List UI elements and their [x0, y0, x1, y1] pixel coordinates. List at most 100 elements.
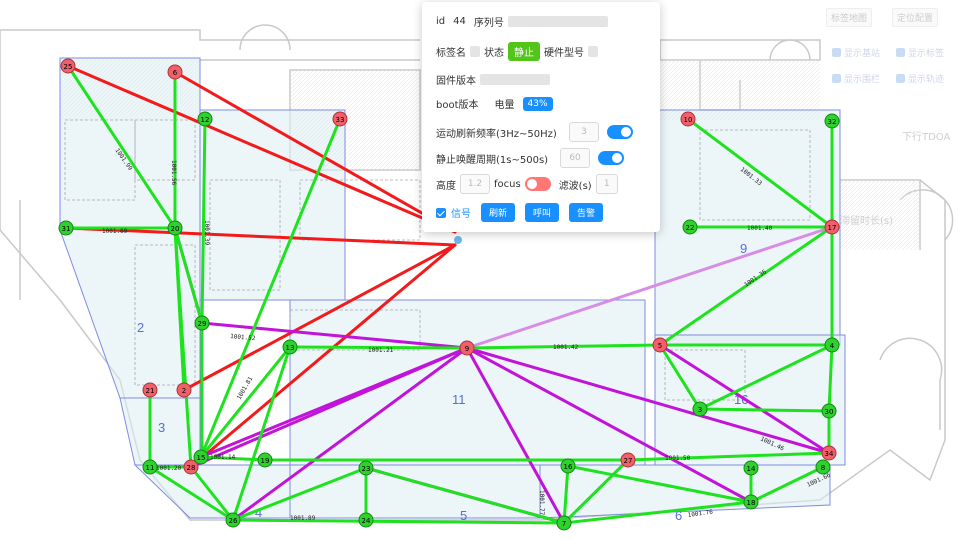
- static-wake-input[interactable]: 60: [560, 148, 591, 168]
- signal-checkbox[interactable]: [436, 207, 446, 218]
- node-29: 29: [194, 315, 210, 331]
- filter-input[interactable]: 1: [595, 174, 618, 194]
- svg-text:20: 20: [171, 225, 180, 233]
- svg-text:8: 8: [821, 464, 825, 472]
- show-track-checkbox[interactable]: 显示轨迹: [896, 72, 944, 85]
- svg-text:30: 30: [825, 408, 834, 416]
- focus-label: focus: [494, 178, 521, 190]
- height-input[interactable]: 1.2: [460, 174, 490, 194]
- svg-text:17: 17: [828, 224, 837, 232]
- zone-5: [289, 464, 541, 519]
- alarm-button[interactable]: 告警: [569, 203, 604, 222]
- node-19: 19: [257, 452, 273, 468]
- node-23: 23: [358, 460, 374, 476]
- svg-text:31: 31: [62, 225, 71, 233]
- focus-toggle[interactable]: [524, 177, 551, 191]
- config-tab-button[interactable]: 定位配置: [892, 8, 939, 27]
- svg-text:2: 2: [182, 387, 186, 395]
- show-anchor-checkbox[interactable]: 显示基站: [832, 46, 880, 59]
- show-fence-checkbox[interactable]: 显示围栏: [832, 72, 880, 85]
- call-button[interactable]: 呼叫: [525, 203, 560, 222]
- node-13: 13: [282, 339, 298, 355]
- svg-text:1001.89: 1001.89: [290, 515, 316, 522]
- zone-label-5: 5: [460, 508, 467, 523]
- svg-text:1001.69: 1001.69: [102, 228, 128, 235]
- svg-text:6: 6: [173, 69, 178, 77]
- show-tag-checkbox[interactable]: 显示标签: [896, 46, 944, 59]
- node-31: 31: [58, 220, 74, 236]
- svg-text:32: 32: [828, 118, 837, 126]
- node-25: 25: [60, 58, 76, 74]
- zone-labels: 2 3 4 5 6 9 11 16: [137, 241, 748, 523]
- popup-firmware-row: 固件版本: [436, 72, 650, 87]
- node-27: 27: [620, 452, 636, 468]
- tag-marker[interactable]: [454, 236, 462, 244]
- battery-label: 电量: [494, 100, 515, 111]
- node-4: 4: [824, 337, 840, 353]
- svg-text:15: 15: [197, 454, 206, 462]
- zone-label-6: 6: [675, 508, 682, 523]
- svg-text:4: 4: [830, 342, 835, 350]
- node-6: 6: [167, 64, 183, 80]
- zone-left-upper: [199, 109, 346, 301]
- filter-label: 滤波(s): [558, 180, 592, 192]
- svg-text:7: 7: [562, 520, 566, 528]
- popup-static-row: 静止唤醒周期(1s~500s) 60: [436, 148, 650, 168]
- downlink-tdoa-text: 下行TDOA: [902, 132, 951, 143]
- show-anchor-label: 显示基站: [844, 49, 881, 59]
- show-track-label: 显示轨迹: [908, 75, 945, 85]
- node-22: 22: [682, 219, 698, 235]
- firmware-redacted: [480, 74, 550, 85]
- node-26: 26: [225, 512, 241, 528]
- node-30: 30: [821, 403, 837, 419]
- boot-label: boot版本: [436, 100, 479, 111]
- status-label: 状态: [484, 48, 504, 59]
- node-10: 10: [680, 111, 696, 127]
- node-15: 15: [193, 449, 209, 465]
- node-34: 34: [821, 445, 837, 461]
- static-wake-label: 静止唤醒周期(1s~500s): [436, 154, 549, 166]
- links: [64, 64, 834, 525]
- svg-text:25: 25: [64, 63, 73, 71]
- svg-text:13: 13: [286, 344, 295, 352]
- zone-label-3: 3: [158, 420, 165, 435]
- svg-text:12: 12: [201, 116, 210, 124]
- svg-text:1001.81: 1001.81: [236, 375, 255, 401]
- motion-rate-input[interactable]: 3: [568, 122, 599, 142]
- svg-text:18: 18: [747, 499, 756, 507]
- node-2: 2: [176, 382, 192, 398]
- popup-status-row: 标签名 状态 静止 硬件型号: [436, 42, 650, 61]
- svg-text:16: 16: [564, 463, 573, 471]
- svg-text:1001.77: 1001.77: [538, 490, 545, 516]
- svg-text:11: 11: [146, 464, 155, 472]
- node-11: 11: [142, 459, 158, 475]
- svg-text:23: 23: [362, 465, 371, 473]
- svg-text:33: 33: [336, 116, 345, 124]
- popup-id-row: id 44 序列号: [436, 14, 650, 29]
- refresh-button[interactable]: 刷新: [481, 203, 516, 222]
- serial-value-redacted: [507, 16, 608, 27]
- map-tab-button[interactable]: 标签地图: [826, 8, 873, 27]
- node-7: 7: [556, 515, 572, 531]
- node-5: 5: [652, 337, 668, 353]
- svg-text:22: 22: [686, 224, 695, 232]
- svg-text:1001.20: 1001.20: [156, 465, 182, 472]
- node-9: 9: [459, 340, 475, 356]
- light-purple-link: [465, 225, 834, 350]
- svg-text:1001.14: 1001.14: [210, 454, 236, 461]
- popup-height-row: 高度 1.2 focus 滤波(s) 1: [436, 174, 650, 194]
- node-24: 24: [358, 512, 374, 528]
- node-21: 21: [142, 382, 158, 398]
- nodes[interactable]: 25 6 12 33 10 32 31 20 22 17 29 13 9 5 4…: [58, 58, 840, 531]
- zone-label-2: 2: [137, 320, 144, 335]
- tag-detail-popup: id 44 序列号 标签名 状态 静止 硬件型号 固件版本 boot版本 电量 …: [422, 2, 660, 232]
- svg-text:28: 28: [187, 464, 196, 472]
- node-17: 17: [824, 219, 840, 235]
- tag-name-label: 标签名: [436, 48, 466, 59]
- dwell-time-text: 滞留时长(s): [840, 216, 894, 227]
- hardware-redacted: [588, 46, 598, 57]
- svg-text:1001.50: 1001.50: [665, 455, 691, 462]
- motion-rate-toggle[interactable]: [606, 125, 633, 139]
- static-wake-toggle[interactable]: [598, 151, 625, 165]
